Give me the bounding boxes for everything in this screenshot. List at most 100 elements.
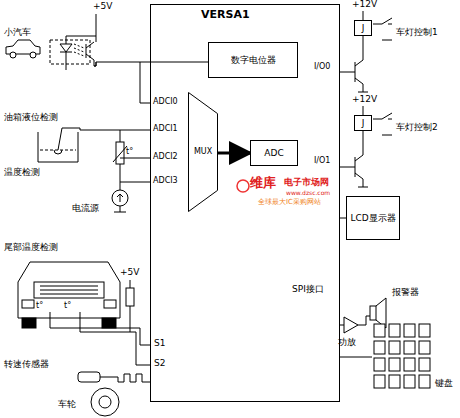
drawing-stroke [102,318,116,328]
drawing-stroke [96,62,97,66]
fuel-tank [38,128,150,162]
text-label: 车轮 [58,400,76,410]
drawing-stroke [112,190,128,206]
key [419,375,430,388]
text-label: t° [64,302,71,311]
watermark-logo [237,180,249,192]
drawing-stroke [373,113,392,135]
text-label: SPI接口 [292,285,324,295]
drawing-stroke [22,318,36,328]
connector [218,152,250,155]
node-text: J [362,118,365,128]
drawing-stroke [373,18,392,40]
text-label: 油箱液位检测 [4,113,58,123]
drawing-stroke [50,40,90,64]
node-text: LCD显示器 [350,213,395,223]
key [374,341,385,354]
key [404,358,415,371]
key [404,375,415,388]
relay-driver-2 [340,106,392,187]
key [374,375,385,388]
drawing-stroke [6,40,40,54]
drawing-stroke [78,372,100,382]
key [404,324,415,337]
drawing-stroke [126,288,134,306]
speed-sensor [78,372,150,416]
drawing-stroke [80,312,150,365]
node-text: 键盘 [435,378,453,388]
node-text: 数字电位器 [231,55,276,65]
text-label: t° [126,148,133,157]
drawing-stroke [114,206,126,212]
drawing-stroke [99,396,111,408]
lcd-box: LCD显示器 [346,196,400,240]
text-label: t° [36,302,43,311]
text-label: www.dzsc.com [286,190,330,197]
drawing-stroke [100,374,150,382]
drawing-stroke [130,280,131,332]
key [419,324,430,337]
drawing-stroke [54,150,62,154]
drawing-stroke [94,36,150,103]
drawing-stroke [22,300,34,308]
drawing-stroke [18,262,120,318]
text-label: +12V [352,0,377,10]
potentiometer-box: 数字电位器 [208,42,298,78]
ir-sensor [50,14,208,103]
key [389,375,400,388]
node-text: J [362,23,365,33]
node-text: ADC [264,148,283,158]
drawing-stroke [10,52,16,58]
drawing-stroke [120,130,150,190]
drawing-stroke [86,42,96,66]
drawing-stroke [113,146,127,162]
drawing-stroke [104,300,116,308]
text-label: 功放 [338,338,356,348]
text-label: 全球最大IC采购网站 [258,199,321,207]
drawing-stroke [370,306,376,320]
text-label: S1 [154,339,165,349]
text-label: ADCI3 [153,177,178,186]
key [374,324,385,337]
connector [340,357,372,358]
relay-driver-1 [340,11,392,92]
text-label: 转速传感器 [4,360,49,370]
node-text: VERSA1 [201,9,250,22]
key [404,341,415,354]
drawing-stroke [50,312,150,345]
car-icon [6,40,40,58]
rear-car [18,262,150,365]
key [389,324,400,337]
node-text: MUX [194,147,212,156]
key [419,358,430,371]
relay-coil: J [354,115,372,131]
text-label: ADCI1 [153,125,178,134]
drawing-stroke [60,44,72,52]
key [389,358,400,371]
text-label: 车灯控制2 [396,123,438,133]
text-label: I/O1 [314,157,330,166]
text-label: 报警器 [392,288,419,298]
drawing-stroke [91,388,119,416]
text-label: 车灯控制1 [396,28,438,38]
drawing-stroke [38,132,78,162]
mux-shape [189,93,218,212]
text-label: 电子市场网 [284,178,329,188]
text-label: +5V [120,268,139,278]
text-label: 温度检测 [4,168,40,178]
drawing-stroke [30,52,36,58]
text-label: +12V [352,95,377,105]
text-label: +5V [93,2,112,12]
drawing-stroke [340,316,370,333]
drawing-stroke [74,44,84,56]
text-label: 维库 [250,176,276,190]
text-label: 尾部温度检测 [4,243,58,253]
drawing-stroke [116,142,124,164]
key [374,358,385,371]
key [389,341,400,354]
drawing-stroke [58,128,150,150]
drawing-stroke [66,52,67,70]
drawing-stroke [117,194,123,202]
keypad: 键盘 [372,322,432,392]
